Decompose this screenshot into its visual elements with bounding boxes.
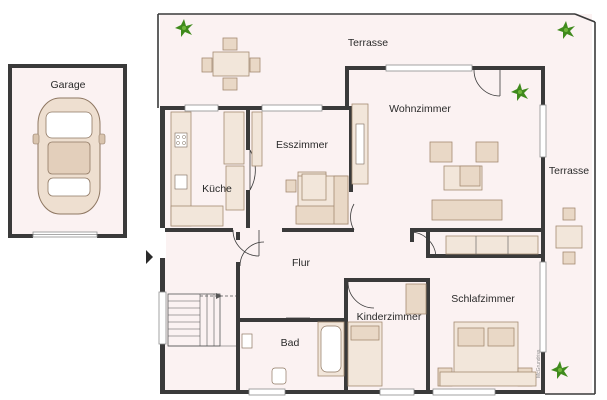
entrance-arrow-icon [146,250,153,264]
label-kueche: Küche [202,183,232,195]
stove-icon [174,132,188,148]
label-terrasse-top: Terrasse [348,37,388,49]
dining-furniture [251,111,349,225]
label-esszimmer: Esszimmer [276,139,328,151]
label-garage: Garage [50,79,85,91]
garage [8,64,127,238]
label-flur: Flur [292,257,311,269]
plant-icon [175,19,575,379]
living-furniture [351,103,503,221]
label-wohnzimmer: Wohnzimmer [389,103,451,115]
doors [232,69,501,319]
label-kinderzimmer: Kinderzimmer [357,311,422,323]
right-terrace-furniture [555,207,583,265]
bedroom-furniture [437,235,539,387]
car-icon [32,97,106,215]
interior-walls [165,110,545,390]
label-schlafzimmer: Schlafzimmer [451,293,515,305]
windows [158,64,547,396]
room-labels: Garage Terrasse Terrasse Wohnzimmer Essz… [50,37,589,378]
stairs [167,293,236,347]
sink-icon [174,174,188,190]
bathroom-fixtures [241,321,345,385]
terrace-table [201,37,261,91]
credit-text: McGrundriss [536,349,542,378]
label-terrasse-right: Terrasse [549,165,589,177]
label-bad: Bad [281,337,300,349]
kitchen-furniture [170,111,245,227]
kids-room-furniture [347,283,427,387]
